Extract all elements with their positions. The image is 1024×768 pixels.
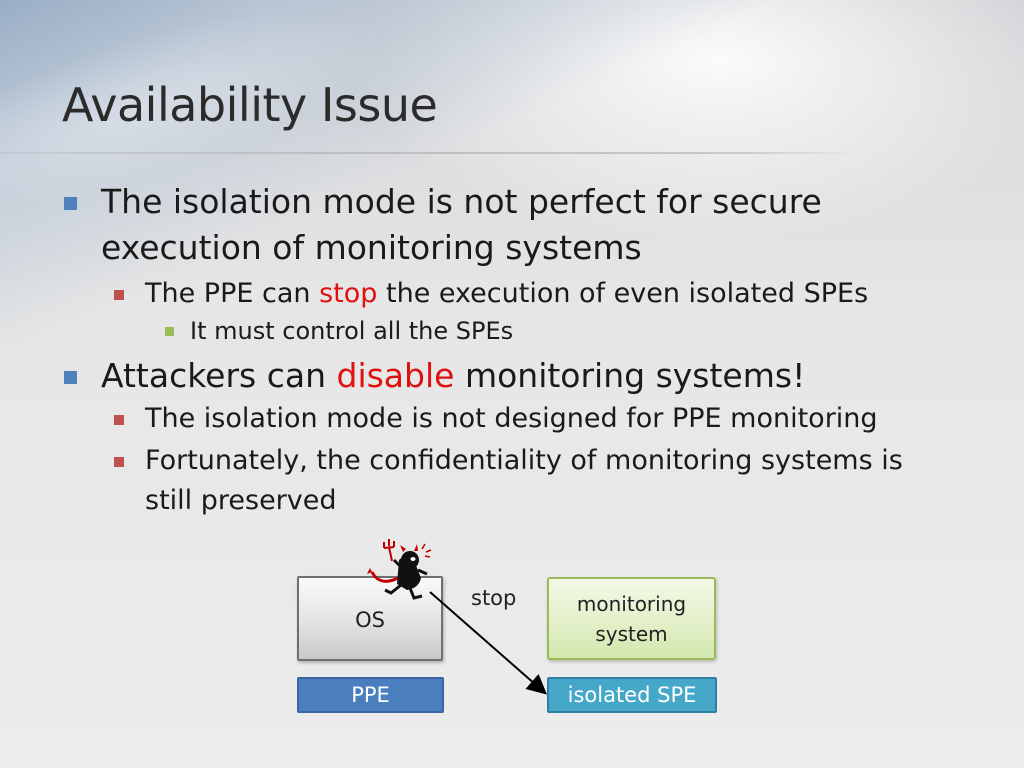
bullet-marker-level2	[114, 415, 124, 425]
bullet-marker-level2	[114, 457, 124, 467]
sub-bullet-text-pre: The PPE can	[145, 278, 320, 309]
arrow-label-stop: stop	[471, 586, 517, 610]
stop-arrow	[429, 591, 548, 695]
ppe-box: PPE	[297, 677, 444, 713]
bullet-1-continuation: execution of monitoring systems	[101, 225, 642, 271]
ppe-label: PPE	[351, 683, 390, 707]
sub-bullet-confidentiality: Fortunately, the confidentiality of moni…	[114, 441, 903, 481]
bullet-1-text-line1: The isolation mode is not perfect for se…	[101, 182, 822, 221]
sub-sub-bullet-control: It must control all the SPEs	[165, 313, 514, 349]
monitoring-system-box: monitoring system	[547, 577, 716, 660]
monitoring-label-line2: system	[595, 621, 668, 646]
bullet-2-text-post: monitoring systems!	[454, 356, 806, 395]
bullet-1-text-line2: execution of monitoring systems	[101, 228, 642, 267]
sub-bullet-isolation-mode: The isolation mode is not designed for P…	[114, 399, 878, 439]
bullet-2: Attackers can disable monitoring systems…	[64, 353, 806, 399]
bullet-1: The isolation mode is not perfect for se…	[64, 179, 822, 225]
sub-sub-bullet-text: It must control all the SPEs	[190, 317, 514, 345]
slide-title: Availability Issue	[62, 78, 438, 132]
sub-bullet-text-post: the execution of even isolated SPEs	[377, 278, 869, 309]
sub-bullet-ppe-stop: The PPE can stop the execution of even i…	[114, 274, 869, 314]
bullet-marker-level2	[114, 290, 124, 300]
title-divider	[0, 152, 862, 154]
highlight-disable: disable	[336, 356, 455, 395]
sub-bullet-text: The isolation mode is not designed for P…	[145, 403, 878, 434]
os-label: OS	[355, 608, 385, 632]
sub-bullet-confidentiality-continuation: still preserved	[145, 481, 337, 521]
bullet-marker-level3	[165, 327, 174, 336]
highlight-stop: stop	[319, 278, 378, 309]
bullet-marker-level1	[64, 197, 77, 210]
bullet-marker-level1	[64, 371, 77, 384]
bullet-2-text-pre: Attackers can	[101, 356, 337, 395]
devil-attacker-icon	[367, 539, 432, 600]
sub-bullet-text-line2: still preserved	[145, 485, 337, 516]
os-box: OS	[297, 576, 443, 661]
sub-bullet-text-line1: Fortunately, the confidentiality of moni…	[145, 445, 903, 476]
monitoring-label-line1: monitoring	[576, 591, 687, 616]
isolated-spe-box: isolated SPE	[547, 677, 717, 713]
spe-label: isolated SPE	[567, 683, 697, 707]
